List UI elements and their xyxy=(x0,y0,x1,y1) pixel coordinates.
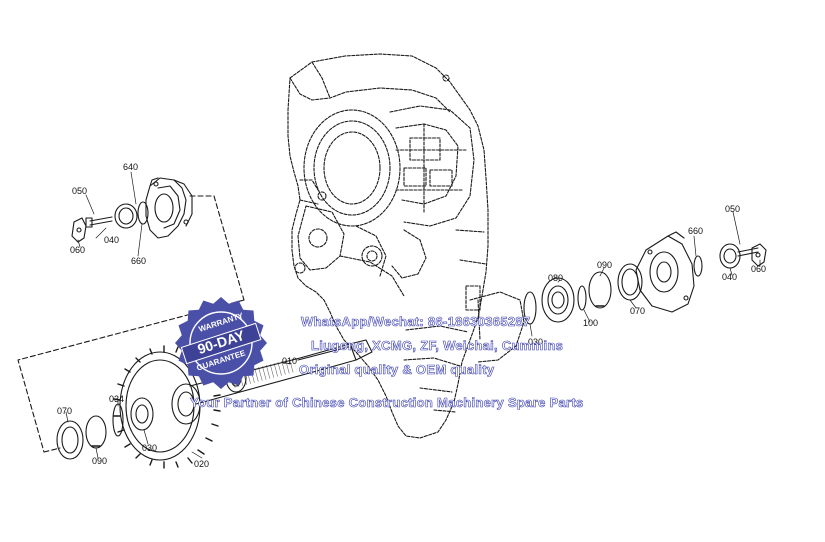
part-label-020: 020 xyxy=(194,459,210,469)
part-label-034: 034 xyxy=(109,394,125,404)
watermark-brands: Liugong, XCMG, ZF, Weichai, Cummins xyxy=(311,338,564,354)
part-label-660-right: 660 xyxy=(688,226,704,236)
part-label-070-left: 070 xyxy=(57,406,73,416)
lock-plate-060b xyxy=(751,243,767,267)
watermark-slogan: Your Partner of Chinese Construction Mac… xyxy=(190,395,584,411)
seal-070b xyxy=(56,420,84,460)
label-leaders xyxy=(65,171,761,459)
part-label-100: 100 xyxy=(583,318,599,328)
part-label-030-right: 030 xyxy=(528,337,544,347)
part-label-010: 010 xyxy=(282,356,298,366)
part-label-040-right: 040 xyxy=(722,272,738,282)
assembly-leaders-left xyxy=(17,195,245,453)
watermark-quality: Original quality & OEM quality xyxy=(299,362,495,378)
transmission-housing xyxy=(287,53,525,439)
left-flange-group xyxy=(71,177,193,243)
circlip-090a xyxy=(588,271,612,309)
circlip-090b xyxy=(85,415,107,449)
part-label-090-left: 090 xyxy=(92,456,108,466)
bolt-050b xyxy=(737,247,759,253)
part-label-060: 060 xyxy=(70,245,86,255)
shim-100 xyxy=(577,285,587,311)
output-shaft-group xyxy=(56,339,373,469)
part-label-050: 050 xyxy=(72,186,88,196)
badge-seal-icon xyxy=(175,297,267,389)
part-label-090-right: 090 xyxy=(597,260,613,270)
cover-plate xyxy=(635,235,695,313)
part-label-080: 080 xyxy=(548,273,564,283)
lock-plate-060a xyxy=(71,217,87,243)
oring-660b xyxy=(693,255,703,277)
bearing-080 xyxy=(541,277,575,323)
bolt-050a xyxy=(89,216,113,222)
warranty-badge: WARRANTY 90-DAY GUARANTEE xyxy=(174,296,268,390)
part-label-640: 640 xyxy=(123,162,139,172)
part-label-060-right: 060 xyxy=(751,264,767,274)
part-label-030-left: 030 xyxy=(142,443,158,453)
part-label-070-right: 070 xyxy=(630,306,646,316)
oring-640 xyxy=(137,201,149,225)
part-label-050-right: 050 xyxy=(725,204,741,214)
right-cover-group xyxy=(523,231,767,325)
watermark-contact: WhatsApp/Wechat: 86-18630365287 xyxy=(301,314,531,330)
part-label-660: 660 xyxy=(131,256,147,266)
bearing-030b xyxy=(130,397,154,431)
part-label-040: 040 xyxy=(104,235,120,245)
